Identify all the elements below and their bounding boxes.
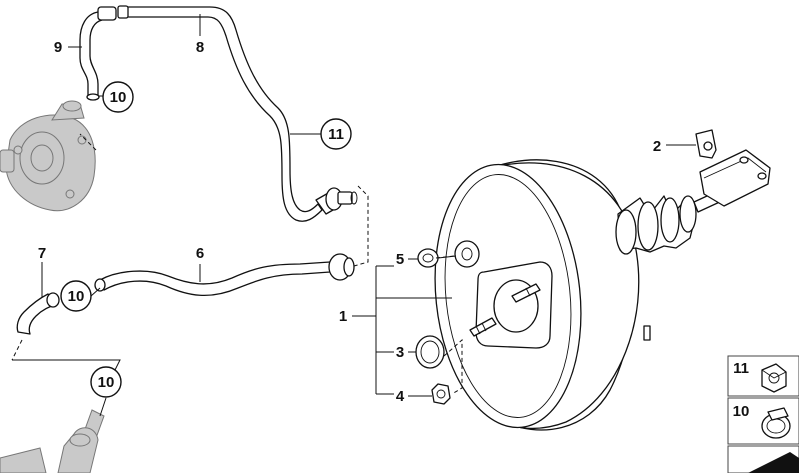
legend-11-label: 11: [733, 360, 749, 377]
gasket-5: [417, 248, 439, 268]
legend-box-10: [727, 397, 799, 445]
clip-2: [695, 129, 717, 159]
callout-10-top: [102, 81, 134, 113]
legend-10-label: 10: [733, 403, 750, 420]
callout-5-label: 5: [396, 251, 404, 268]
callout-10-bottom-label: 10: [98, 374, 115, 391]
o-ring-3: [415, 335, 445, 369]
legend-box-tag: [727, 445, 799, 473]
callout-3-label: 3: [396, 344, 404, 361]
legend-box-11: [727, 355, 799, 397]
grommet: [454, 240, 480, 268]
callout-8-label: 8: [196, 39, 204, 56]
hose-6: [94, 253, 355, 297]
callout-10-mid-label: 10: [68, 288, 85, 305]
callout-6-label: 6: [196, 245, 204, 262]
callout-11: [320, 118, 352, 150]
callout-10-top-label: 10: [110, 89, 127, 106]
brake-booster: [434, 149, 771, 431]
check-valve: [0, 409, 105, 473]
nut-4: [431, 383, 451, 405]
hose-7: [16, 292, 60, 335]
callout-7-label: 7: [38, 245, 46, 262]
guide-line-pump: [79, 133, 97, 151]
callout-10-mid: [60, 280, 92, 312]
hose-8: [117, 5, 358, 222]
callout-1-label: 1: [339, 308, 347, 325]
vacuum-pump: [0, 100, 96, 212]
callout-10-bottom: [90, 366, 122, 398]
guide-line-stud: [443, 338, 463, 395]
guide-line-left: [11, 339, 23, 361]
callout-9-label: 9: [54, 39, 62, 56]
leader-lines: [41, 14, 696, 417]
callout-11-label: 11: [328, 126, 344, 143]
callout-4-label: 4: [396, 388, 405, 405]
callout-2-label: 2: [653, 138, 661, 155]
guide-line-hose-8: [353, 185, 369, 267]
